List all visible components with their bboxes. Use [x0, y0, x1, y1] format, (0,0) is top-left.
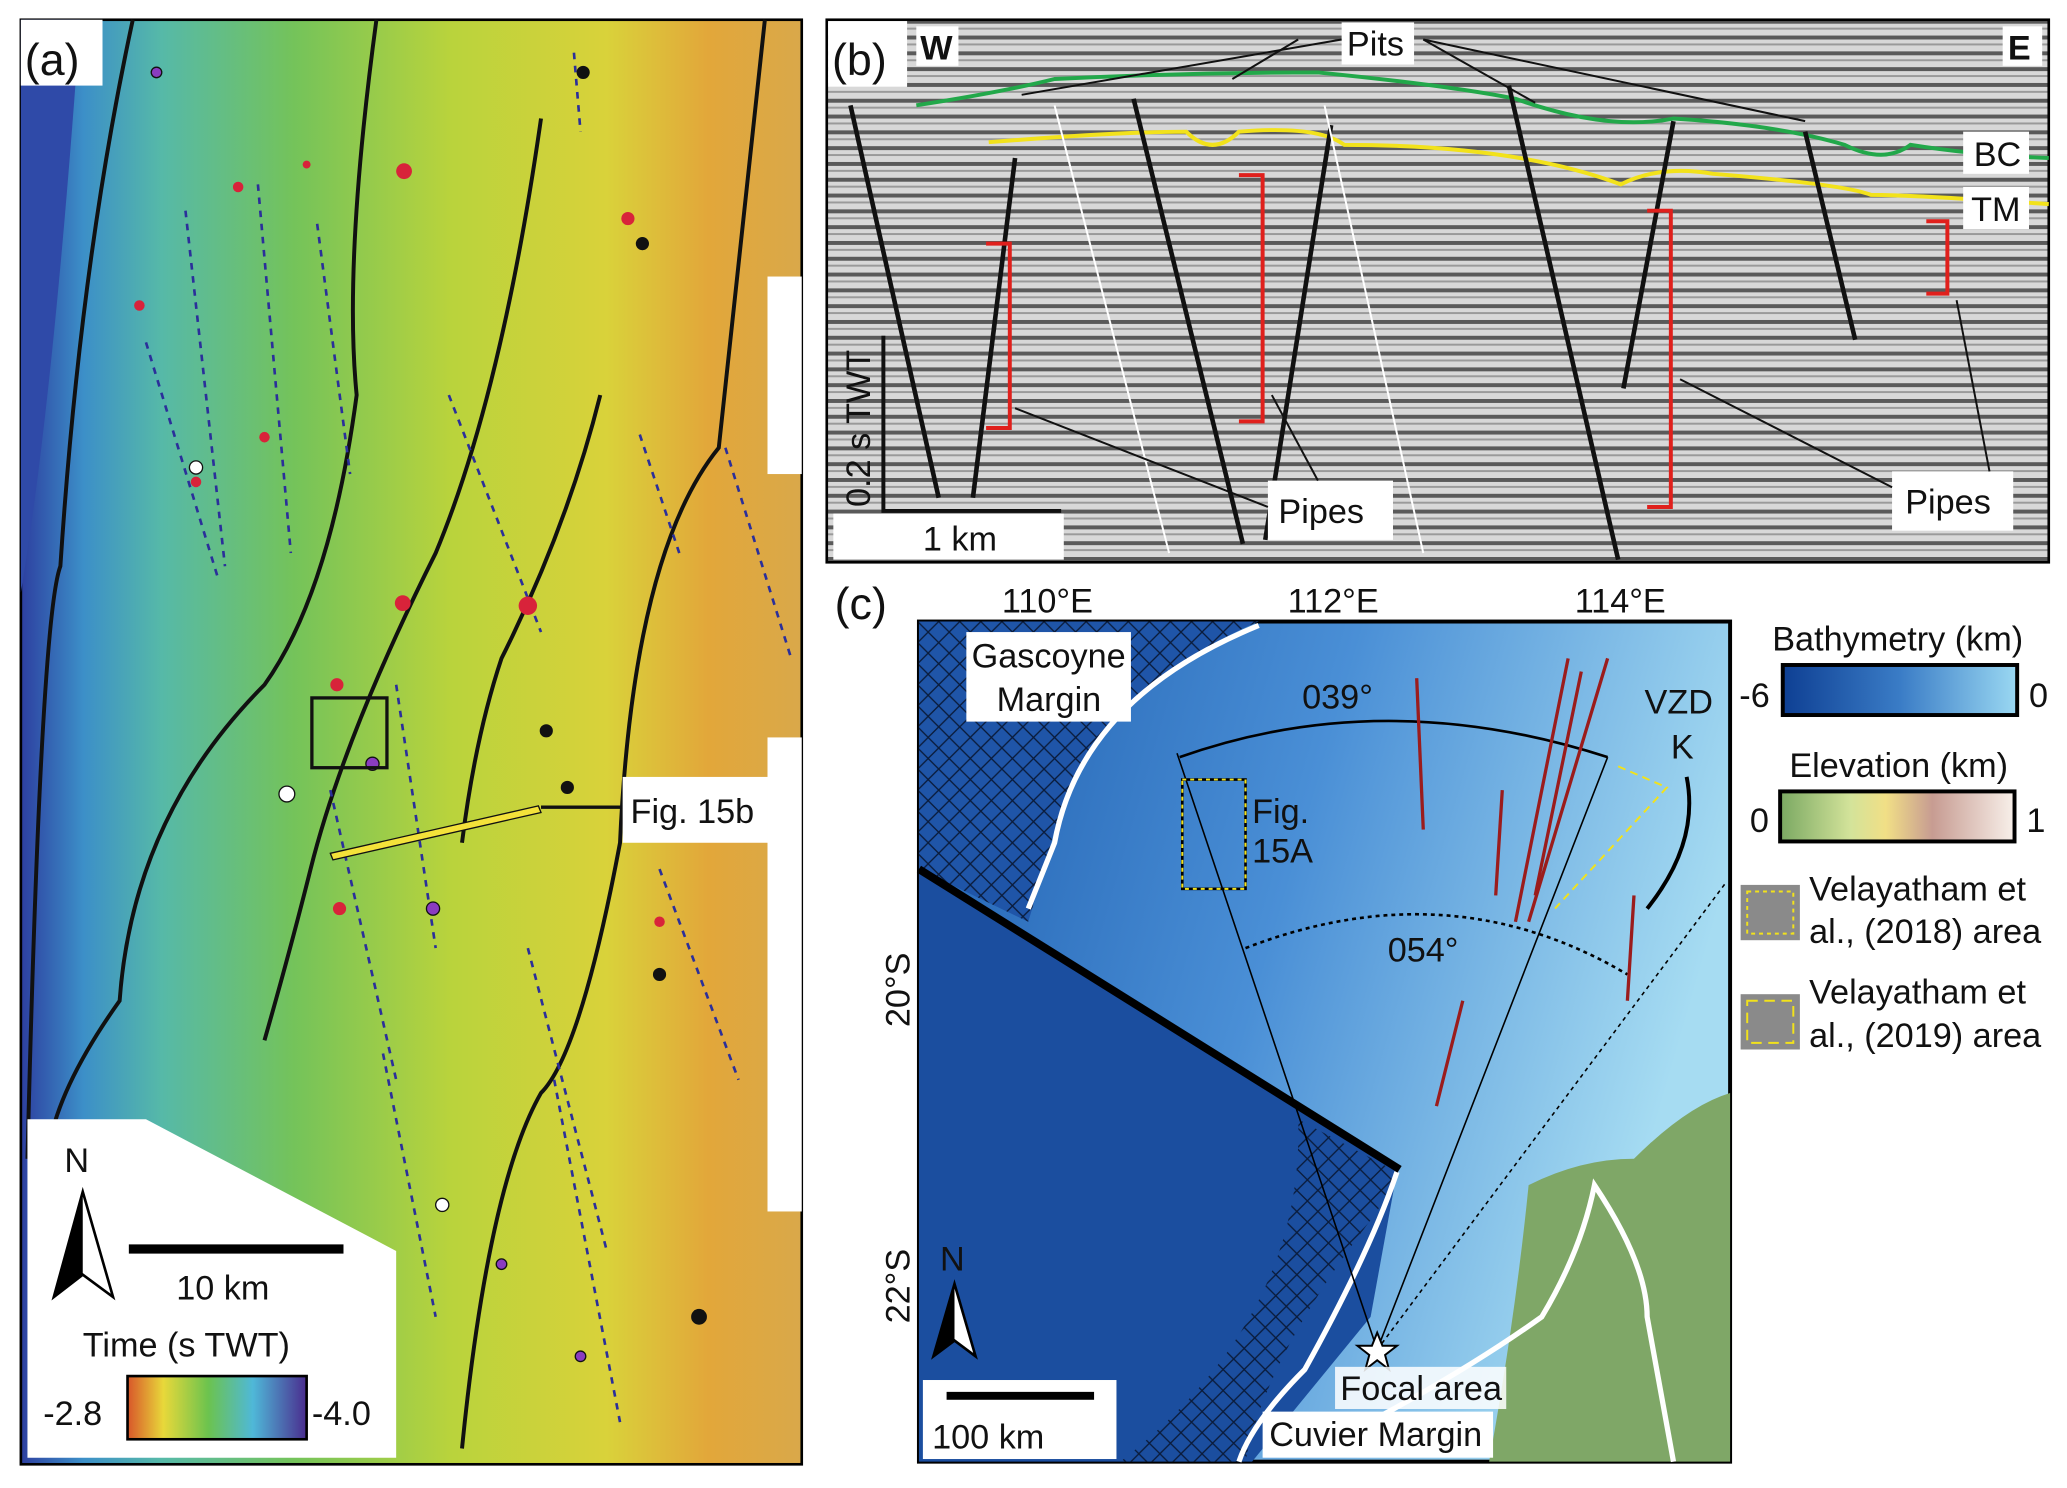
bathymetry-colorbar [1780, 663, 2020, 718]
elevation-min: 0 [1750, 802, 1769, 840]
panel-c-map: (c) 110°E 112°E 114°E 20°S 22°S Fig. [835, 579, 2048, 1464]
horizontal-scale: 1 km [923, 520, 997, 558]
legend-box [27, 1119, 397, 1458]
scale-label: 100 km [932, 1418, 1044, 1456]
angle-054: 054° [1388, 931, 1459, 969]
purple-pits [150, 66, 587, 1363]
scale-bar [128, 1244, 344, 1254]
angle-039: 039° [1302, 678, 1373, 716]
tm-label: TM [1971, 191, 2020, 229]
lat-tick-22: 22°S [880, 1249, 918, 1324]
gascoyne-line1: Gascoyne [972, 638, 1126, 676]
colorbar-min: -2.8 [43, 1395, 102, 1433]
lon-tick-112: 112°E [1288, 582, 1379, 620]
callout-fig15b: Fig. 15b [631, 793, 755, 831]
pipes-label-left: Pipes [1278, 493, 1364, 531]
lon-tick-110: 110°E [1002, 582, 1093, 620]
vzdk-line2: K [1671, 728, 1694, 766]
pits-label: Pits [1347, 25, 1404, 63]
north-label: N [64, 1142, 89, 1180]
fractures [144, 52, 793, 1423]
vzdk-arrow [1645, 776, 1692, 910]
gascoyne-line2: Margin [997, 681, 1102, 719]
elevation-title: Elevation (km) [1789, 747, 2008, 785]
cuvier-label: Cuvier Margin [1269, 1416, 1482, 1454]
pipe-brackets [986, 173, 1950, 509]
legend-swatch-2019 [1740, 994, 1800, 1050]
north-label: N [940, 1241, 965, 1279]
focal-area-label: Focal area [1340, 1370, 1503, 1408]
pipes-label-right: Pipes [1905, 484, 1991, 522]
scale-label: 10 km [176, 1270, 269, 1308]
time-colorbar [126, 1374, 308, 1441]
lon-tick-114: 114°E [1575, 582, 1666, 620]
colorbar-max: -4.0 [312, 1395, 371, 1433]
pits-arrows [1021, 38, 1806, 123]
boundary-line [916, 865, 1402, 1173]
red-pits [134, 160, 665, 928]
pipes-arrows [1014, 300, 1991, 508]
vertical-scale: 0.2 s TWT [840, 350, 878, 507]
elevation-max: 1 [2026, 802, 2045, 840]
dykes [1415, 657, 1636, 1107]
legend-2018-line1: Velayatham et [1809, 871, 2026, 909]
legend-2018-line2: al., (2018) area [1809, 913, 2042, 951]
bathymetry-title: Bathymetry (km) [1772, 621, 2023, 659]
fig15a-line2: 15A [1252, 833, 1313, 871]
detail-box [310, 696, 389, 770]
panel-a-label: (a) [25, 35, 80, 85]
legend-swatch-2018 [1740, 884, 1800, 941]
bathymetry-min: -6 [1739, 677, 1769, 715]
east-label: E [2008, 29, 2031, 67]
panel-b-label: (b) [832, 35, 887, 85]
bathymetry-max: 0 [2029, 677, 2048, 715]
legend-2019-line2: al., (2019) area [1809, 1017, 2042, 1055]
colorbar-title: Time (s TWT) [83, 1326, 290, 1364]
panel-c-label: (c) [835, 579, 887, 629]
area-2019-outline [1554, 765, 1669, 910]
scale-bar [946, 1391, 1095, 1400]
west-label: W [920, 29, 953, 67]
fig15a-line1: Fig. [1252, 793, 1309, 831]
white-pits [188, 460, 450, 1213]
focal-star-icon [1354, 1329, 1400, 1373]
faults [25, 19, 767, 1449]
vzdk-line1: VZD [1645, 684, 1713, 722]
scale-bars [881, 335, 1062, 513]
deep-basin [20, 19, 81, 593]
black-pits [539, 65, 707, 1325]
bc-label: BC [1974, 136, 2022, 174]
legend-2019-line1: Velayatham et [1809, 973, 2026, 1011]
elevation-colorbar [1778, 789, 2017, 844]
lat-tick-20: 20°S [880, 953, 918, 1028]
focal-rays [1176, 719, 1727, 1351]
panel-a-map: Fig. 15b (a) N 10 km Time (s TWT) -2.8 -… [19, 18, 804, 1466]
faults [848, 85, 1858, 561]
land [1489, 1092, 1731, 1462]
tm-horizon [988, 128, 2049, 207]
bc-horizon [916, 70, 2049, 160]
panel-b-seismic: W E Pits BC TM Pipes Pipes 0.2 s TWT 1 k… [825, 18, 2051, 564]
seismic-line-15b [329, 805, 542, 861]
